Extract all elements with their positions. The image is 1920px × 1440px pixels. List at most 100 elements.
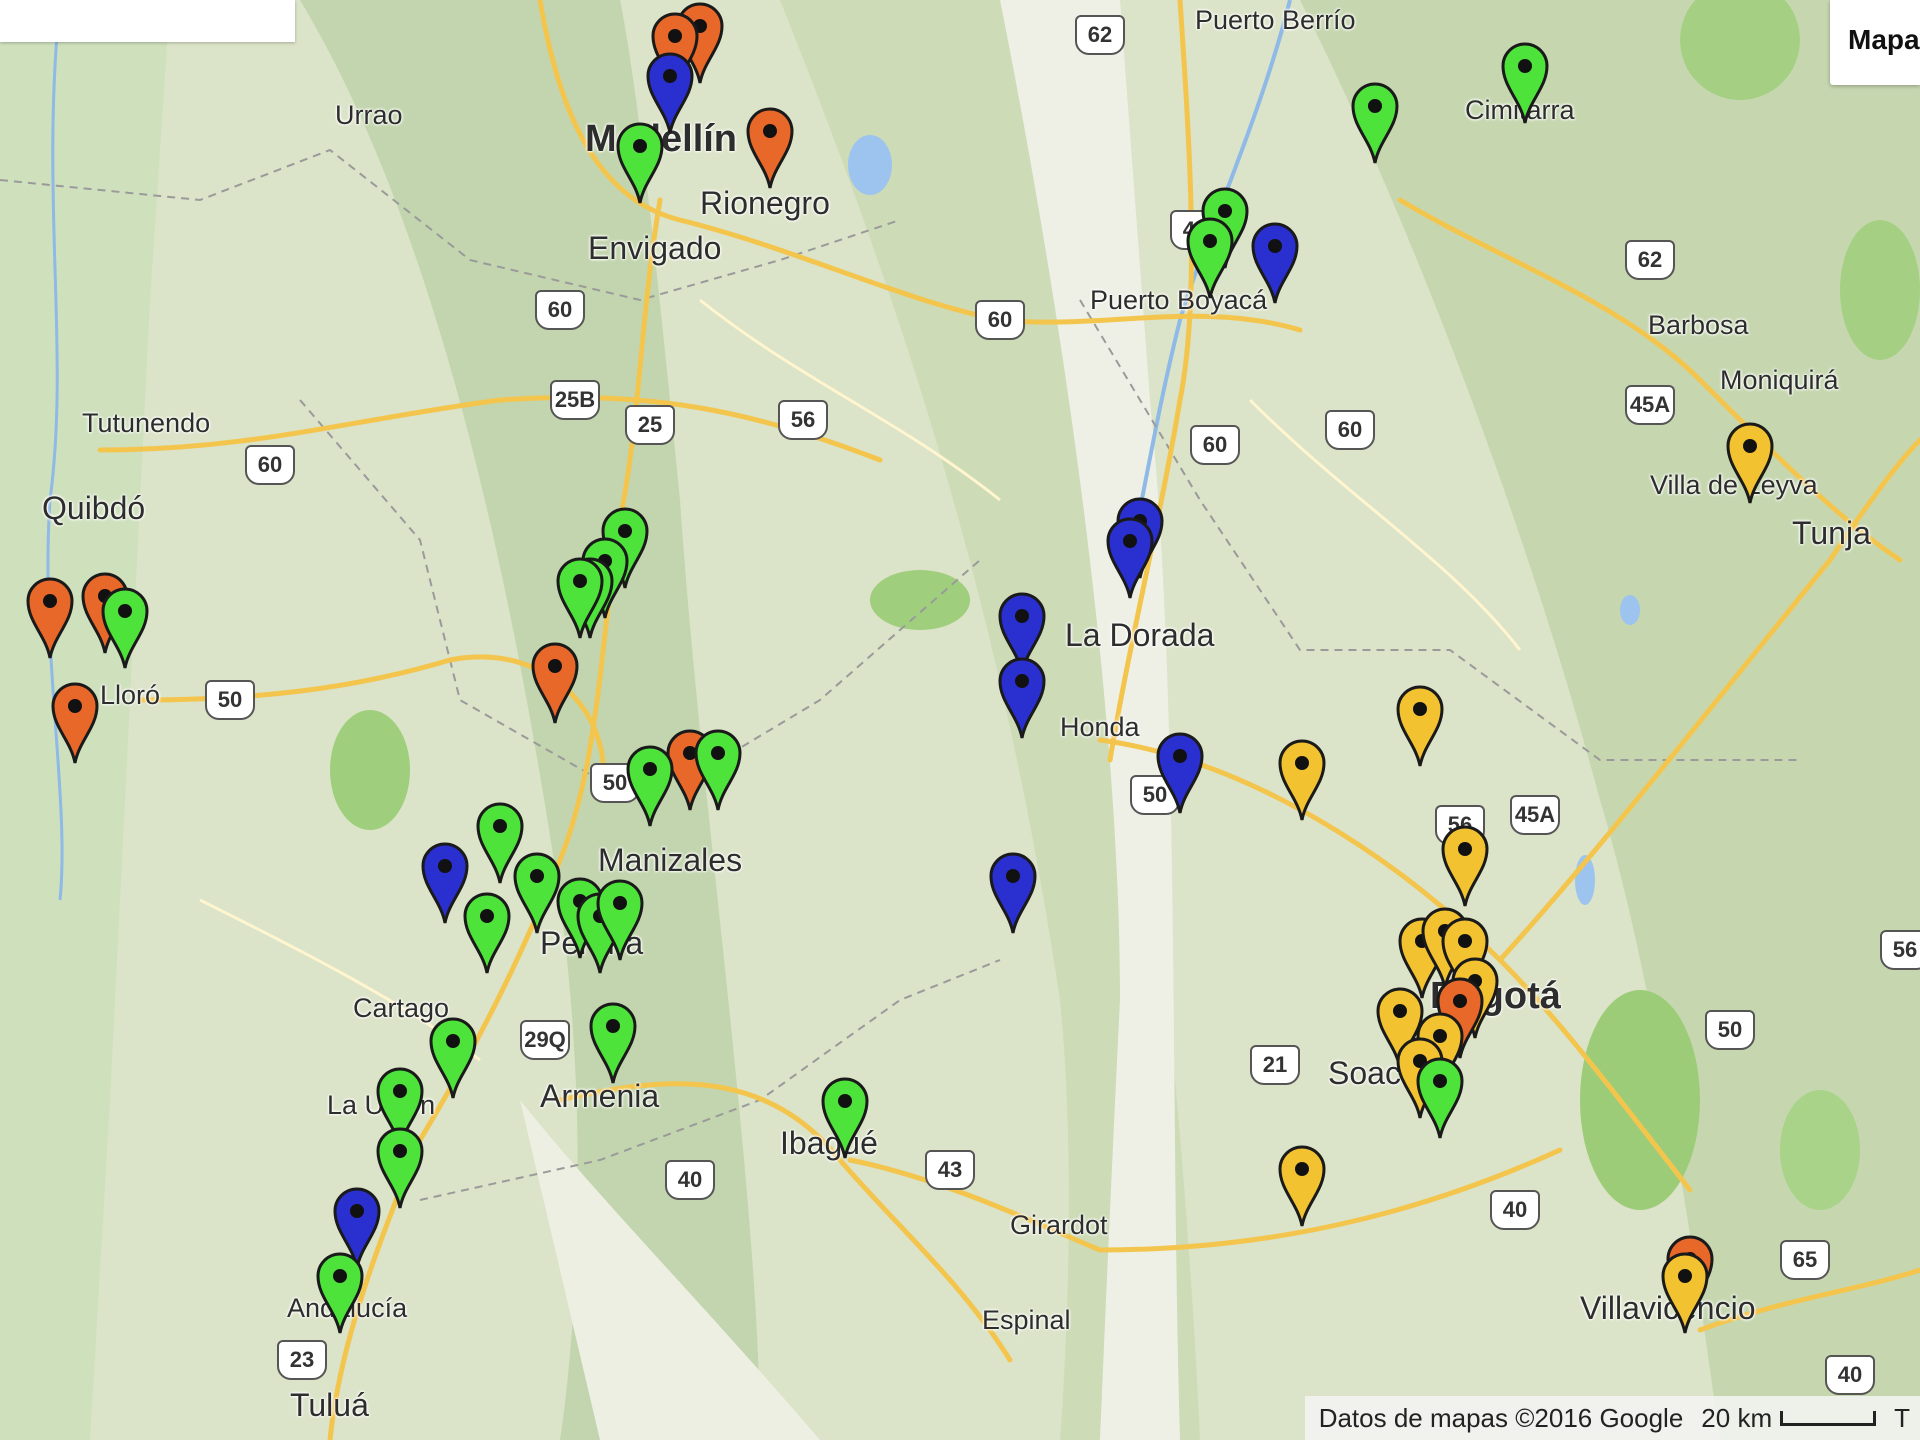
map-pin-icon [463,892,511,974]
map-marker-blue[interactable] [1154,729,1206,815]
map-marker-green[interactable] [614,119,666,205]
road-shield: 43 [925,1150,975,1190]
map-marker-green[interactable] [374,1064,426,1150]
scale-indicator: 20 km [1701,1403,1877,1434]
road-shield: 65 [1780,1240,1830,1280]
map-marker-blue[interactable] [1249,219,1301,305]
road-shield: 60 [1190,425,1240,465]
map-marker-green[interactable] [99,584,151,670]
map-pin-icon [1436,977,1484,1059]
map-pin-icon [513,852,561,934]
road-shield: 40 [1490,1190,1540,1230]
map-marker-orange[interactable] [744,104,796,190]
place-label: Rionegro [700,185,830,221]
map-marker-green[interactable] [1499,39,1551,125]
map-pin-icon [1351,82,1399,164]
road-shield: 56 [778,400,828,440]
place-label: Villa de Leyva [1650,470,1818,500]
place-label: Moniquirá [1720,365,1839,395]
map-pin-icon [616,122,664,204]
place-label: Urrao [335,100,403,130]
map-marker-green[interactable] [587,999,639,1085]
map-pin-icon [694,729,742,811]
attribution-text: Datos de mapas ©2016 Google [1318,1402,1684,1433]
map-pin-icon [646,52,694,134]
place-label: Quibdó [42,490,146,526]
search-box-corner[interactable] [0,0,295,42]
road-shield: 25B [550,380,600,420]
map-pin-icon [316,1252,364,1334]
place-label: Tutunendo [82,408,211,438]
map-pin-icon [1661,1252,1709,1334]
attribution-trailing: T [1894,1402,1910,1433]
map-marker-green[interactable] [511,849,563,935]
map-type-button[interactable]: Mapa [1830,0,1920,85]
map-marker-yellow[interactable] [1374,984,1426,1070]
map-pin-icon [421,842,469,924]
map-pin-icon [51,682,99,764]
map-marker-green[interactable] [374,1124,426,1210]
map-marker-green[interactable] [554,554,606,640]
map-pin-icon [626,745,674,827]
map-pin-icon [1726,422,1774,504]
map-marker-orange[interactable] [1434,974,1486,1060]
map-pin-icon [1501,42,1549,124]
map-marker-green[interactable] [314,1249,366,1335]
map-pin-icon [1416,1057,1464,1139]
map-marker-green[interactable] [1184,214,1236,300]
place-label: Tuluá [290,1387,369,1423]
map-pin-icon [1251,222,1299,304]
map-attribution: Datos de mapas ©2016 Google 20 km T [1304,1396,1920,1440]
map-pin-icon [998,657,1046,739]
map-pin-icon [821,1077,869,1159]
road-shield: 21 [1250,1045,1300,1085]
map-marker-green[interactable] [1414,1054,1466,1140]
map-marker-yellow[interactable] [1439,822,1491,908]
map-marker-green[interactable] [474,799,526,885]
map-marker-orange[interactable] [24,574,76,660]
map-pin-icon [989,852,1037,934]
road-shield: 50 [1705,1010,1755,1050]
place-label: Envigado [588,230,722,266]
map-marker-blue[interactable] [331,1184,383,1270]
map-marker-yellow[interactable] [1394,682,1446,768]
map-pin-icon [1376,987,1424,1069]
map-marker-green[interactable] [819,1074,871,1160]
place-label: La Dorada [1065,617,1215,653]
map-pin-icon [1441,825,1489,907]
map-marker-green[interactable] [594,876,646,962]
map-marker-orange[interactable] [49,679,101,765]
road-shield: 25 [625,405,675,445]
map-marker-blue[interactable] [1104,514,1156,600]
map-marker-yellow[interactable] [1276,1142,1328,1228]
map-marker-blue[interactable] [996,589,1048,675]
map-marker-green[interactable] [624,742,676,828]
map-marker-green[interactable] [461,889,513,975]
road-shield: 60 [245,445,295,485]
place-label: Manizales [598,842,743,878]
map-marker-orange[interactable] [529,639,581,725]
map-pin-icon [998,592,1046,674]
map-pin-icon [333,1187,381,1269]
place-label: Ibagué [780,1125,878,1161]
map-pin-icon [1156,732,1204,814]
map-marker-yellow[interactable] [1276,736,1328,822]
map-marker-blue[interactable] [419,839,471,925]
map-marker-blue[interactable] [996,654,1048,740]
map-marker-green[interactable] [427,1014,479,1100]
map-marker-blue[interactable] [987,849,1039,935]
road-shield: 40 [665,1160,715,1200]
map-marker-yellow[interactable] [1724,419,1776,505]
place-label: Puerto Boyacá [1090,285,1268,315]
map-marker-yellow[interactable] [1659,1249,1711,1335]
road-shield: 45A [1625,385,1675,425]
map-pin-icon [476,802,524,884]
road-shield: 23 [277,1340,327,1380]
map-marker-green[interactable] [1349,79,1401,165]
road-shield: 56 [1880,930,1920,970]
map-marker-green[interactable] [692,726,744,812]
map-pin-icon [1186,217,1234,299]
road-shield: 29Q [520,1020,570,1060]
map-marker-blue[interactable] [644,49,696,135]
